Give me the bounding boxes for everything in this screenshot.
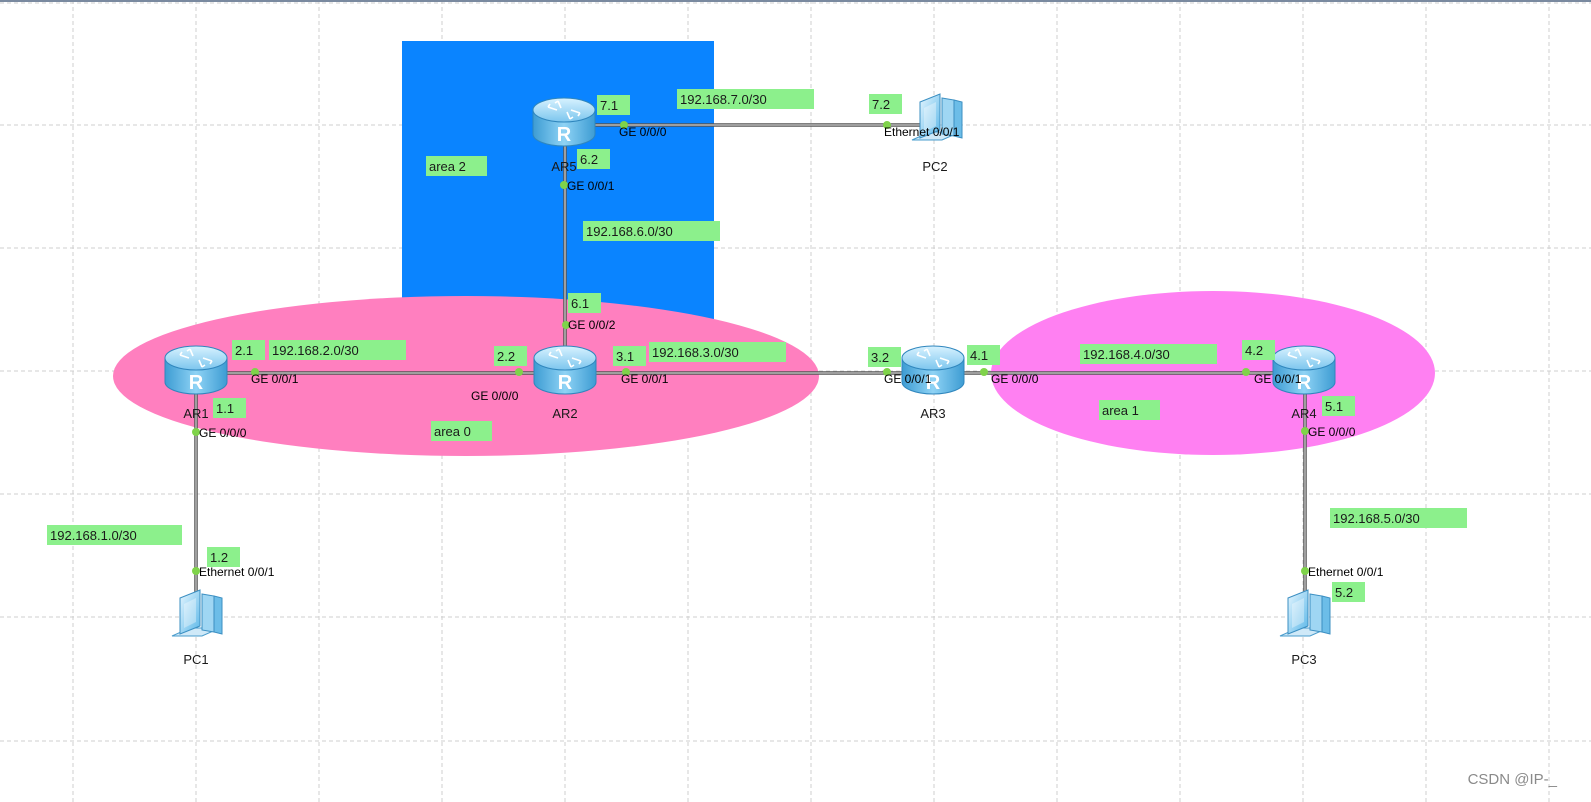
svg-text:5.2: 5.2 [1335, 585, 1353, 600]
svg-text:4.2: 4.2 [1245, 343, 1263, 358]
svg-text:192.168.7.0/30: 192.168.7.0/30 [680, 92, 767, 107]
port-dot-ar2-g0 [515, 368, 523, 376]
svg-text:area 1: area 1 [1102, 403, 1139, 418]
port-dot-ar1-g0 [192, 428, 200, 436]
area-1-label: area 1 [1099, 400, 1160, 420]
svg-text:192.168.3.0/30: 192.168.3.0/30 [652, 345, 739, 360]
iface-ar5-g1: GE 0/0/1 [567, 179, 615, 193]
port-dots [192, 121, 1309, 575]
iface-ar4-g1: GE 0/0/1 [1254, 372, 1302, 386]
iface-ar3-g1: GE 0/0/1 [884, 372, 932, 386]
host-label-ar3-g1: 3.2 [868, 347, 901, 367]
subnet-label-net2: 192.168.2.0/30 [269, 340, 406, 360]
port-dot-ar5-g0 [620, 121, 628, 129]
iface-pc1-eth: Ethernet 0/0/1 [199, 565, 275, 579]
port-dot-ar4-g1 [1242, 368, 1250, 376]
device-label-ar5: AR5 [551, 159, 576, 174]
svg-text:6.1: 6.1 [571, 296, 589, 311]
subnet-label-net4: 192.168.4.0/30 [1080, 344, 1217, 364]
area-0-region [113, 296, 819, 456]
port-dot-pc1-eth [192, 567, 200, 575]
host-label-ar3-g0: 4.1 [967, 345, 1000, 365]
pc1-icon[interactable] [171, 589, 223, 637]
device-label-ar1: AR1 [183, 406, 208, 421]
host-label-ar1-g0: 1.1 [213, 398, 246, 418]
svg-text:4.1: 4.1 [970, 348, 988, 363]
host-label-ar2-g1: 3.1 [613, 346, 646, 366]
subnet-label-net5: 192.168.5.0/30 [1330, 508, 1467, 528]
port-dot-ar4-g0 [1301, 427, 1309, 435]
subnet-label-net1: 192.168.1.0/30 [47, 525, 182, 545]
host-label-ar5-g1: 6.2 [577, 149, 610, 169]
area-0-label: area 0 [431, 421, 492, 441]
device-label-pc3: PC3 [1291, 652, 1316, 667]
host-label-ar4-g0: 5.1 [1322, 396, 1355, 416]
iface-pc2-eth: Ethernet 0/0/1 [884, 125, 960, 139]
svg-text:2.1: 2.1 [235, 343, 253, 358]
pc3-icon[interactable] [1279, 589, 1331, 637]
router-ar3-icon[interactable] [901, 345, 965, 395]
device-label-ar4: AR4 [1291, 406, 1316, 421]
svg-text:5.1: 5.1 [1325, 399, 1343, 414]
svg-text:6.2: 6.2 [580, 152, 598, 167]
host-label-ar4-g1: 4.2 [1242, 340, 1275, 360]
host-label-ar2-g0: 2.2 [494, 346, 527, 366]
host-label-ar2-g2: 6.1 [568, 293, 601, 313]
device-label-pc2: PC2 [922, 159, 947, 174]
subnet-label-net6: 192.168.6.0/30 [583, 221, 720, 241]
port-dot-pc2-eth [883, 121, 891, 129]
port-dot-ar2-g2 [562, 321, 570, 329]
host-label-pc1: 1.2 [207, 547, 240, 567]
svg-text:192.168.1.0/30: 192.168.1.0/30 [50, 528, 137, 543]
svg-text:2.2: 2.2 [497, 349, 515, 364]
svg-text:192.168.6.0/30: 192.168.6.0/30 [586, 224, 673, 239]
port-dot-pc3-eth [1301, 567, 1309, 575]
svg-text:7.2: 7.2 [872, 97, 890, 112]
svg-text:192.168.4.0/30: 192.168.4.0/30 [1083, 347, 1170, 362]
iface-ar2-g0: GE 0/0/0 [471, 389, 519, 403]
subnet-label-net3: 192.168.3.0/30 [649, 342, 786, 362]
iface-ar4-g0: GE 0/0/0 [1308, 425, 1356, 439]
svg-text:1.1: 1.1 [216, 401, 234, 416]
port-dot-ar3-g0 [980, 368, 988, 376]
host-label-ar5-g0: 7.1 [597, 95, 630, 115]
iface-ar5-g0: GE 0/0/0 [619, 125, 667, 139]
router-ar2-icon[interactable] [533, 345, 597, 395]
area-2-region [402, 41, 714, 326]
device-label-pc1: PC1 [183, 652, 208, 667]
device-label-ar2: AR2 [552, 406, 577, 421]
iface-ar3-g0: GE 0/0/0 [991, 372, 1039, 386]
area-2-label: area 2 [426, 156, 487, 176]
svg-text:3.2: 3.2 [871, 350, 889, 365]
watermark: CSDN @IP-_ [1467, 771, 1557, 788]
svg-text:area 0: area 0 [434, 424, 471, 439]
svg-text:area 2: area 2 [429, 159, 466, 174]
host-label-pc3: 5.2 [1332, 582, 1365, 602]
router-ar1-icon[interactable] [164, 345, 228, 395]
port-dot-ar2-g1 [622, 368, 630, 376]
iface-ar2-g1: GE 0/0/1 [621, 372, 669, 386]
svg-text:192.168.2.0/30: 192.168.2.0/30 [272, 343, 359, 358]
device-label-ar3: AR3 [920, 406, 945, 421]
port-dot-ar5-g1 [560, 181, 568, 189]
subnet-label-net7: 192.168.7.0/30 [677, 89, 814, 109]
port-dot-ar3-g1 [883, 368, 891, 376]
port-dot-ar1-g1 [251, 368, 259, 376]
svg-text:192.168.5.0/30: 192.168.5.0/30 [1333, 511, 1420, 526]
iface-ar2-g2: GE 0/0/2 [568, 318, 616, 332]
iface-ar1-g0: GE 0/0/0 [199, 426, 247, 440]
svg-text:7.1: 7.1 [600, 98, 618, 113]
svg-text:1.2: 1.2 [210, 550, 228, 565]
host-label-pc2: 7.2 [869, 94, 902, 114]
svg-text:3.1: 3.1 [616, 349, 634, 364]
iface-ar1-g1: GE 0/0/1 [251, 372, 299, 386]
host-label-ar1-g1: 2.1 [232, 340, 265, 360]
router-ar5-icon[interactable] [532, 97, 596, 147]
router-ar4-icon[interactable] [1272, 345, 1336, 395]
iface-pc3-eth: Ethernet 0/0/1 [1308, 565, 1384, 579]
